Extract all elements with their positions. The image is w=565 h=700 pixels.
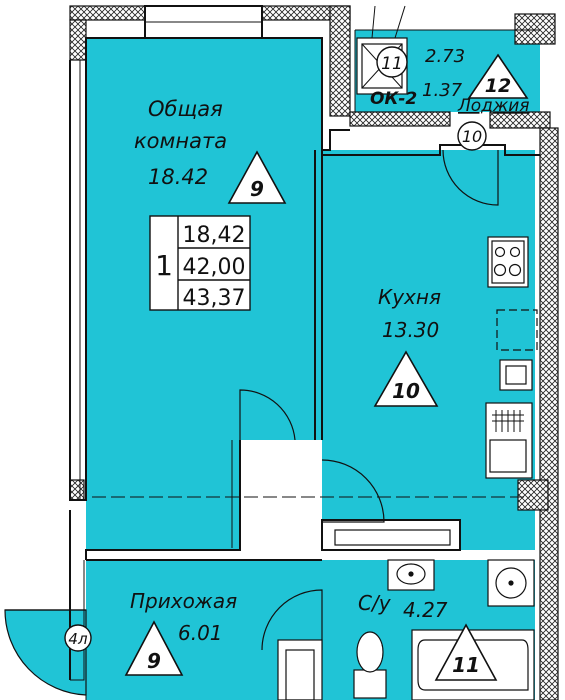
left-wall-top — [69, 19, 87, 61]
stove — [487, 236, 529, 288]
loggia-bottom-wall — [349, 111, 451, 127]
summary-total-area: 42,00 — [183, 255, 246, 280]
hall-area: 6.01 — [178, 621, 223, 645]
kitchen-marker-number: 10 — [392, 379, 420, 403]
kitchen-door-arc — [321, 459, 385, 523]
marker-kitchen-triangle — [373, 350, 439, 407]
right-wall-bump — [517, 479, 549, 511]
bathroom-door-arc — [261, 589, 323, 651]
loggia-area-1: 2.73 — [425, 46, 465, 67]
toilet-bowl — [356, 631, 384, 673]
kitchen-fill — [322, 150, 535, 550]
summary-total-loggia: 43,37 — [183, 286, 246, 311]
hall-marker-number: 9 — [147, 649, 161, 673]
door-swings — [239, 149, 499, 651]
living-area: 18.42 — [148, 165, 208, 189]
marker-loggia-triangle — [467, 53, 529, 99]
markers — [124, 53, 529, 681]
entry-tag-number: 4л — [68, 630, 88, 648]
vent-tag-number: 11 — [381, 54, 403, 74]
wall-outlines — [5, 5, 540, 700]
top-wall-left — [69, 5, 146, 21]
bathroom-name: С/у — [358, 591, 392, 615]
kitchen-area: 13.30 — [382, 318, 439, 342]
loggia-door-arc — [442, 149, 499, 206]
left-wall-mid — [69, 479, 85, 501]
loggia-bottom-wall-right — [489, 111, 551, 129]
marker-hall-triangle — [124, 620, 184, 676]
loggia-area-2: 1.37 — [422, 80, 463, 101]
bathroom-area: 4.27 — [403, 598, 448, 622]
entry-door-swing — [4, 609, 87, 696]
fridge — [496, 309, 538, 351]
loggia-marker-number: 12 — [485, 75, 511, 97]
hall-name: Прихожая — [130, 589, 237, 613]
summary-living-area: 18,42 — [183, 223, 246, 248]
bathroom-marker-number: 11 — [452, 653, 480, 677]
kitchen-fixtures — [485, 236, 538, 479]
circle-tags — [64, 46, 487, 652]
hall-cabinet — [277, 639, 323, 700]
living-name-2: комната — [134, 129, 227, 153]
living-door-arc — [239, 389, 296, 441]
living-marker-number: 9 — [250, 177, 264, 201]
bathroom-fixtures — [277, 559, 535, 700]
right-wall — [539, 127, 559, 700]
toilet-tank — [353, 669, 387, 699]
column-top — [329, 5, 351, 117]
structural-walls — [69, 5, 559, 700]
labels: Общая комната 18.42 9 1 18,42 42,00 43,3… — [68, 46, 529, 677]
vent-tag-circle — [376, 46, 408, 78]
kitchen-name: Кухня — [378, 285, 441, 309]
window-ok-label: ОК-2 — [370, 89, 417, 109]
door-tag-number: 10 — [462, 127, 482, 146]
entry-tag-circle — [64, 624, 92, 652]
summary-rooms-count: 1 — [155, 249, 173, 282]
marker-bath-triangle — [434, 623, 498, 681]
living-name-1: Общая — [148, 97, 223, 121]
marker-living-triangle — [227, 150, 287, 204]
loggia-top-wall — [514, 13, 556, 45]
kitchen-cabinet — [499, 359, 533, 391]
summary-box — [149, 215, 251, 311]
door-tag-circle — [457, 121, 487, 151]
loggia-name: Лоджия — [457, 96, 530, 116]
